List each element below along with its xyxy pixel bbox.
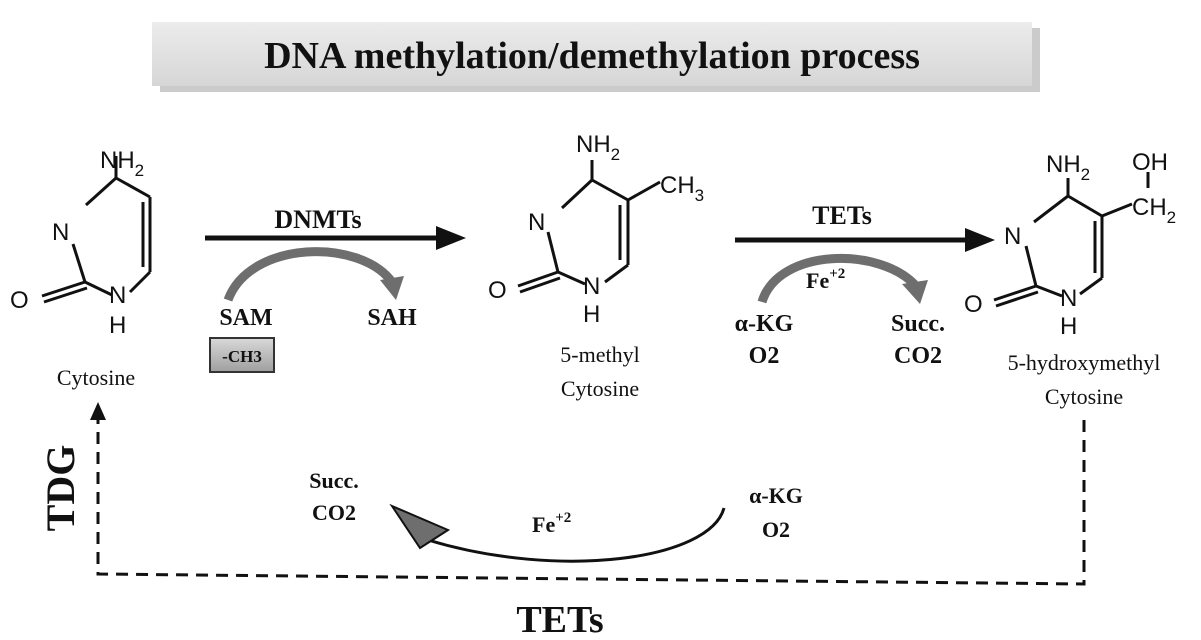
- hydroxymethylcytosine-labels: NH2 OH CH2 N O N H 5-hydroxymethyl Cytos…: [964, 149, 1176, 409]
- hydroxymethylcytosine-structure: [993, 172, 1150, 308]
- tdg-label: TDG: [38, 445, 83, 532]
- tets-output-2: CO2: [894, 343, 942, 369]
- bottom-cofactor: Fe+2: [532, 510, 571, 537]
- cytosine-n1: N: [109, 282, 126, 309]
- methyl-badge: [209, 337, 275, 373]
- bottom-output-1: Succ.: [309, 468, 359, 493]
- akg-succ-curve: [757, 253, 920, 304]
- bottom-input-2: O2: [762, 517, 790, 542]
- methylcytosine-ch3: CH3: [660, 172, 704, 205]
- cytosine-h: H: [109, 312, 126, 339]
- methylcytosine-name-2: Cytosine: [561, 376, 639, 401]
- methylcytosine-name-1: 5-methyl: [560, 342, 639, 367]
- dnmts-step: DNMTs SAM SAH -CH3: [205, 205, 466, 373]
- hydroxymethylcytosine-name-1: 5-hydroxymethyl: [1008, 350, 1161, 375]
- hydroxymethylcytosine-n3: N: [1004, 223, 1021, 250]
- dashed-return-line: [96, 416, 1086, 586]
- tets-cofactor: Fe+2: [806, 266, 845, 293]
- cytosine-name: Cytosine: [57, 365, 135, 390]
- cytosine-nh2: NH2: [100, 147, 144, 180]
- title-banner: DNA methylation/demethylation process: [152, 22, 1040, 92]
- tets-label: TETs: [812, 201, 872, 230]
- cytosine-labels: NH2 N O N H Cytosine: [10, 147, 144, 390]
- tets-input-1: α-KG: [735, 311, 794, 337]
- hydroxymethylcytosine-name-2: Cytosine: [1045, 384, 1123, 409]
- bottom-tets-label: TETs: [516, 599, 603, 640]
- dnmts-label: DNMTs: [274, 205, 361, 234]
- akg-succ-arrowhead: [902, 280, 928, 304]
- tets-input-2: O2: [749, 343, 780, 369]
- hydroxymethylcytosine-h: H: [1060, 313, 1077, 340]
- tets-output-1: Succ.: [891, 311, 945, 337]
- title-box: [152, 22, 1032, 86]
- methylcytosine-nh2: NH2: [576, 131, 620, 164]
- sah-label: SAH: [367, 305, 417, 331]
- hydroxymethylcytosine-n1: N: [1060, 285, 1077, 312]
- methylcytosine-structure: [517, 160, 661, 294]
- dnmts-arrowhead: [436, 226, 466, 250]
- hydroxymethylcytosine-oxygen: O: [964, 291, 983, 318]
- bottom-curve-arrowhead: [389, 503, 451, 550]
- methyl-badge-text: -CH3: [222, 347, 262, 366]
- hydroxymethylcytosine-ch2: CH2: [1132, 194, 1176, 227]
- methylcytosine-oxygen: O: [488, 277, 507, 304]
- hydroxymethylcytosine-oh: OH: [1132, 149, 1168, 176]
- cytosine-structure: [41, 156, 152, 304]
- methylcytosine-n1: N: [583, 273, 600, 300]
- hydroxymethylcytosine-nh2: NH2: [1046, 151, 1090, 184]
- methylcytosine-labels: NH2 CH3 N O N H 5-methyl Cytosine: [488, 131, 704, 401]
- return-pathway: TDG TETs Fe+2 Succ. CO2 α-KG O2: [38, 402, 1086, 640]
- bottom-output-2: CO2: [312, 500, 356, 525]
- sam-label: SAM: [219, 305, 272, 331]
- tets-step: TETs Fe+2 α-KG O2 Succ. CO2: [735, 201, 995, 369]
- cytosine-n3: N: [52, 219, 69, 246]
- return-arrowhead: [90, 402, 106, 420]
- sam-sah-curve: [223, 247, 396, 302]
- tets-arrowhead: [965, 228, 995, 252]
- bottom-curve: [427, 507, 726, 563]
- sam-sah-arrowhead: [380, 276, 404, 300]
- page-title: DNA methylation/demethylation process: [264, 35, 920, 77]
- methylcytosine-h: H: [583, 301, 600, 328]
- methylcytosine-n3: N: [528, 209, 545, 236]
- bottom-input-1: α-KG: [749, 483, 803, 508]
- cytosine-oxygen: O: [10, 287, 29, 314]
